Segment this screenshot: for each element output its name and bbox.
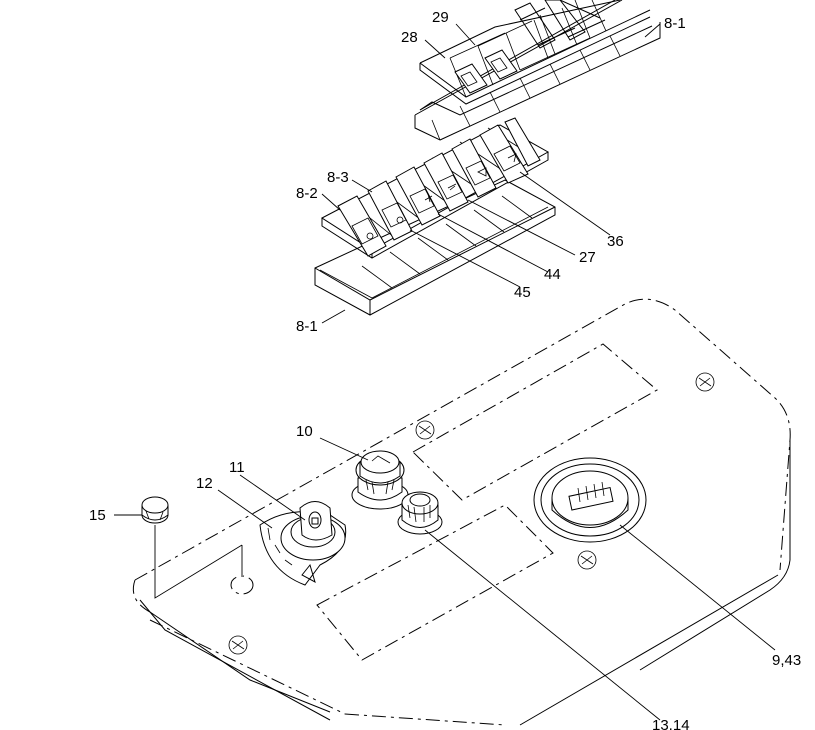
label-27: 27 xyxy=(579,249,596,266)
label-13-14: 13,14 xyxy=(652,717,690,730)
label-12: 12 xyxy=(196,475,213,492)
label-8-1-mid: 8-1 xyxy=(296,318,318,335)
leader-44 xyxy=(437,213,549,273)
leader-8-1-top xyxy=(644,23,661,38)
knob-10 xyxy=(351,450,409,510)
label-11: 11 xyxy=(229,459,245,476)
main-control-panel xyxy=(132,298,791,726)
leader-11 xyxy=(239,474,306,521)
leader-12 xyxy=(217,489,273,529)
label-36: 36 xyxy=(607,233,624,250)
leader-36 xyxy=(519,171,611,236)
label-10: 10 xyxy=(296,423,313,440)
label-44: 44 xyxy=(544,266,561,283)
leader-28 xyxy=(424,39,446,59)
battery-gauge xyxy=(533,457,647,543)
screw-top-right xyxy=(695,372,715,392)
label-8-3: 8-3 xyxy=(327,169,349,186)
label-9-43: 9,43 xyxy=(772,652,801,669)
cap-15 xyxy=(141,496,169,524)
leader-13-14 xyxy=(424,529,661,721)
label-8-2: 8-2 xyxy=(296,185,318,202)
label-29: 29 xyxy=(432,9,449,26)
key-switch xyxy=(259,501,347,586)
leader-45 xyxy=(409,229,521,288)
leader-9-43 xyxy=(619,524,776,651)
leader-8-1-mid xyxy=(321,309,346,324)
leader-27 xyxy=(467,199,576,256)
leader-10 xyxy=(319,437,369,461)
leader-8-2 xyxy=(321,193,341,211)
label-45: 45 xyxy=(514,284,531,301)
leader-29 xyxy=(455,23,476,46)
screw-lower-right xyxy=(577,550,597,570)
label-8-1-top: 8-1 xyxy=(664,15,686,32)
screw-mid xyxy=(415,420,435,440)
leader-15-down xyxy=(154,525,243,599)
leader-8-3 xyxy=(351,179,373,193)
upper-switch-strip xyxy=(414,0,661,141)
knob-13-14 xyxy=(397,491,443,535)
label-28: 28 xyxy=(401,29,418,46)
label-15: 15 xyxy=(89,507,106,524)
screw-bottom-left xyxy=(228,635,248,655)
middle-switch-strip xyxy=(314,117,556,316)
